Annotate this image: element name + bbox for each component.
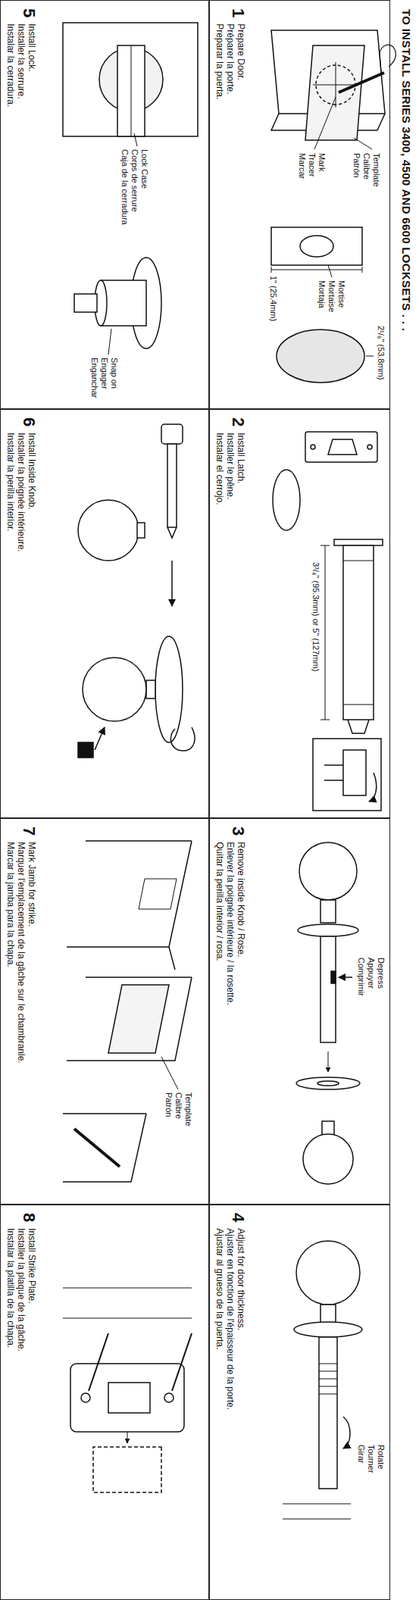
step-instruction: Installer la plaque de la gâche. bbox=[15, 1228, 27, 1352]
step-lines: Install Lock.Installer la serrure.Instal… bbox=[5, 23, 38, 107]
step-text: 1Prepare Door.Préparer la porte.Preparar… bbox=[214, 8, 247, 100]
step-instruction: Instalar la platilla de la chapa. bbox=[5, 1228, 16, 1352]
step-instruction: Marcar la jamba para la chapa. bbox=[5, 841, 16, 1064]
callout-label: Mortise bbox=[336, 278, 347, 310]
callout-label: Enganchar bbox=[89, 356, 100, 400]
step-instruction: Enlever la poignée intérieure / la roset… bbox=[225, 841, 236, 1005]
step-text: 2Install Latch.Installer le pêne.Instala… bbox=[214, 417, 247, 506]
step-number: 4 bbox=[229, 1213, 247, 1223]
callout-label: Depress bbox=[375, 956, 386, 991]
callout-label: Mortaja bbox=[316, 278, 327, 310]
step-panel: 5Install Lock.Installer la serrure.Insta… bbox=[0, 0, 210, 410]
step-number: 3 bbox=[229, 826, 247, 836]
callout-label: Mortaise bbox=[326, 278, 337, 314]
callout-label: Calibre bbox=[361, 151, 372, 182]
step-number: 8 bbox=[20, 1213, 38, 1223]
step-instruction: Instalar la cerradura. bbox=[5, 23, 16, 107]
callout-label: 2¹/₈" (53.8mm) bbox=[375, 324, 386, 382]
callout-label: Patrón bbox=[351, 151, 362, 179]
step-panel: 8Install Strike Plate.Installer la plaqu… bbox=[0, 1204, 210, 1600]
callout-label: Appuyer bbox=[365, 956, 376, 991]
callout-label: Tracer bbox=[306, 151, 317, 179]
callout-label: Template bbox=[183, 1091, 194, 1129]
step-instruction: Installer la serrure. bbox=[15, 23, 27, 107]
callout-label: Lock Case bbox=[139, 147, 150, 191]
step-number: 6 bbox=[20, 417, 38, 427]
callout-label: Rotate bbox=[375, 1443, 386, 1471]
step-instruction: Marquer l'emplacement de la gâche sur le… bbox=[15, 841, 27, 1064]
callout-label: Calibre bbox=[173, 1091, 184, 1121]
step-number: 1 bbox=[229, 8, 247, 18]
callout-label: Engager bbox=[99, 356, 110, 391]
step-text: 8Install Strike Plate.Installer la plaqu… bbox=[5, 1213, 38, 1352]
step-instruction: Install Latch. bbox=[235, 432, 247, 505]
step-number: 7 bbox=[20, 826, 38, 836]
callout-label: Marcar bbox=[297, 151, 307, 181]
step-instruction: Remove inside Knob / Rose. bbox=[235, 841, 247, 1005]
step-panel: 6Install Inside Knob.Installer la poigné… bbox=[0, 409, 210, 819]
callout-label: Comprimir bbox=[356, 956, 366, 998]
callout-label: Caja de la cerradura bbox=[119, 147, 130, 227]
step-text: 7Mark Jamb for strike.Marquer l'emplacem… bbox=[5, 826, 38, 1064]
step-instruction: Install Inside Knob. bbox=[26, 432, 38, 552]
callout-label: 1" (25.4mm) bbox=[268, 274, 279, 323]
step-instruction: Preparar la puerta. bbox=[214, 23, 226, 100]
callout-label: Girar bbox=[356, 1443, 366, 1465]
step-lines: Prepare Door.Préparer la porte.Preparar … bbox=[214, 23, 247, 100]
step-lines: Remove inside Knob / Rose.Enlever la poi… bbox=[214, 841, 247, 1005]
step-lines: Adjust for door thickness.Ajuster en fon… bbox=[214, 1228, 247, 1411]
step-panel: 2Install Latch.Installer le pêne.Instala… bbox=[209, 409, 391, 819]
step-instruction: Installer la poignée intérieure. bbox=[15, 432, 27, 552]
title: TO INSTALL SERIES 3400, 4500 AND 6600 LO… bbox=[400, 9, 413, 332]
step-text: 3Remove inside Knob / Rose.Enlever la po… bbox=[214, 826, 247, 1006]
step-instruction: Instalar la perilla interior. bbox=[5, 432, 16, 552]
step-instruction: Mark Jamb for strike. bbox=[26, 841, 38, 1064]
step-text: 5Install Lock.Installer la serrure.Insta… bbox=[5, 8, 38, 107]
callout-label: Mark bbox=[316, 151, 327, 173]
callout-label: Tourner bbox=[365, 1443, 376, 1475]
step-number: 5 bbox=[20, 8, 38, 18]
step-instruction: Installer le pêne. bbox=[225, 432, 236, 505]
step-lines: Install Latch.Installer le pêne.Instalar… bbox=[214, 432, 247, 505]
step-panel: 3Remove inside Knob / Rose.Enlever la po… bbox=[209, 818, 391, 1205]
step-instruction: Ajuster en fonction de l'épaisseur de la… bbox=[225, 1228, 236, 1411]
step-instruction: Install Lock. bbox=[26, 23, 38, 107]
step-number: 2 bbox=[229, 417, 247, 427]
step-instruction: Adjust for door thickness. bbox=[235, 1228, 247, 1411]
step-instruction: Quitar la perilla interior / rosa. bbox=[214, 841, 226, 1005]
step-lines: Install Inside Knob.Installer la poignée… bbox=[5, 432, 38, 552]
callout-label: Snap on bbox=[109, 356, 119, 391]
callout-label: Patrón bbox=[163, 1091, 174, 1119]
step-panel: 4Adjust for door thickness.Ajuster en fo… bbox=[209, 1204, 391, 1600]
callout-label: 3³/₄" (95.3mm) or 5" (127mm) bbox=[310, 560, 321, 673]
step-instruction: Préparer la porte. bbox=[225, 23, 236, 100]
callout-label: Template bbox=[371, 151, 382, 189]
step-instruction: Ajustar al grueso de la puerta. bbox=[214, 1228, 226, 1411]
step-instruction: Prepare Door. bbox=[235, 23, 247, 100]
step-lines: Mark Jamb for strike.Marquer l'emplaceme… bbox=[5, 841, 38, 1064]
step-instruction: Instalar el cerrojo. bbox=[214, 432, 226, 505]
step-panel: 1Prepare Door.Préparer la porte.Preparar… bbox=[209, 0, 391, 410]
step-text: 6Install Inside Knob.Installer la poigné… bbox=[5, 417, 38, 553]
callout-label: Corps de serrure bbox=[129, 147, 140, 214]
step-text: 4Adjust for door thickness.Ajuster en fo… bbox=[214, 1213, 247, 1411]
step-panel: 7Mark Jamb for strike.Marquer l'emplacem… bbox=[0, 818, 210, 1205]
step-lines: Install Strike Plate.Installer la plaque… bbox=[5, 1228, 38, 1352]
step-instruction: Install Strike Plate. bbox=[26, 1228, 38, 1352]
